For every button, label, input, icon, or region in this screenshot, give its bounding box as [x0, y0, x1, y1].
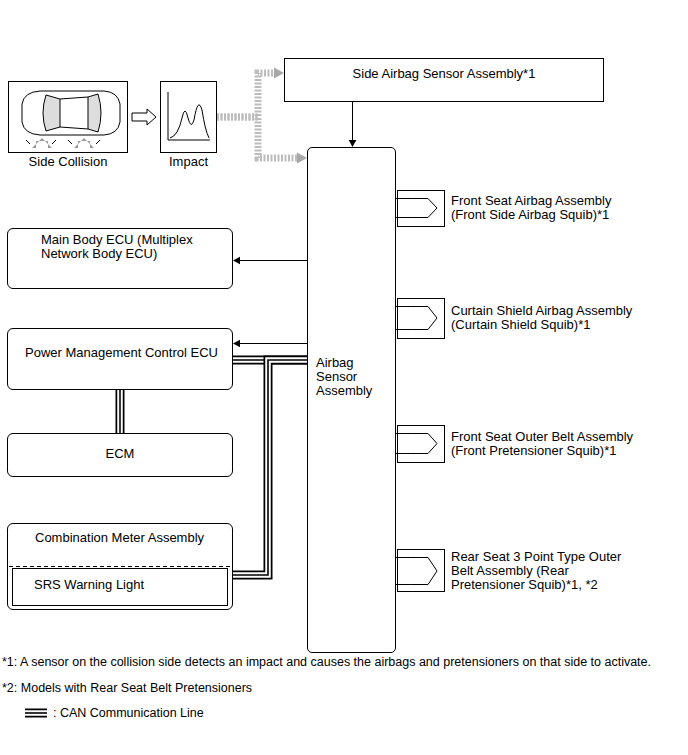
- node-label: Airbag Sensor Assembly: [308, 148, 386, 398]
- node-label: Curtain Shield Airbag Assembly (Curtain …: [451, 304, 646, 332]
- squib-symbol: [410, 425, 440, 462]
- connector-line: [396, 217, 411, 218]
- flow-arrow: [132, 109, 156, 125]
- connector-line: [239, 343, 307, 344]
- connector: [233, 257, 307, 265]
- squib-symbol: [410, 190, 440, 226]
- sensor-box: Side Airbag Sensor Assembly*1: [284, 58, 604, 102]
- squib-symbol: [411, 434, 438, 454]
- illustration-frame: Impact: [160, 81, 217, 153]
- signal-path: [217, 73, 275, 117]
- warning-light-box: SRS Warning Light: [12, 568, 228, 606]
- ecu-box: Main Body ECU (Multiplex Network Body EC…: [7, 228, 233, 289]
- connector-line: [396, 557, 411, 558]
- squib-symbol: [411, 199, 438, 218]
- node-label: ECM: [8, 434, 232, 461]
- connector-line: [396, 584, 411, 585]
- connector-line: [396, 433, 411, 434]
- node-label: Side Collision: [0, 155, 147, 169]
- connector-line: [396, 453, 411, 454]
- can-line: [116, 390, 125, 433]
- can-line: [233, 360, 307, 575]
- arrowhead: [233, 340, 240, 348]
- can-line: [117, 390, 123, 433]
- illustration-frame: Side Collision: [8, 81, 128, 153]
- can-line: [233, 360, 307, 575]
- connector-line: [396, 306, 411, 307]
- arrowhead: [233, 257, 240, 265]
- can-line-sample: [25, 713, 47, 714]
- node-label: Rear Seat 3 Point Type Outer Belt Assemb…: [451, 550, 646, 592]
- connector: [349, 102, 357, 147]
- arrowhead: [297, 153, 307, 164]
- node-label: SRS Warning Light: [13, 569, 227, 592]
- node-label: Combination Meter Assembly: [8, 524, 232, 545]
- connector: [396, 199, 411, 218]
- can-line: [233, 360, 307, 575]
- connector: [396, 434, 411, 454]
- connector: [233, 360, 307, 575]
- squib-symbol: [410, 298, 440, 338]
- connector-line: [396, 329, 411, 330]
- divider-line: [9, 566, 231, 567]
- connector-line: [352, 102, 353, 141]
- node-label: Power Management Control ECU: [8, 329, 232, 360]
- ecu-box: Power Management Control ECU: [7, 328, 233, 390]
- node-label: Main Body ECU (Multiplex Network Body EC…: [8, 229, 216, 261]
- squib-symbol: [410, 549, 440, 593]
- footnote: *2: Models with Rear Seat Belt Pretensio…: [2, 681, 252, 695]
- connector: [396, 558, 411, 585]
- squib-housing: [398, 191, 445, 592]
- arrowhead: [349, 140, 357, 147]
- squib-symbol: [411, 307, 438, 330]
- squib-component: Curtain Shield Airbag Assembly (Curtain …: [410, 298, 680, 338]
- squib-component: Rear Seat 3 Point Type Outer Belt Assemb…: [410, 549, 680, 593]
- car-illustration: [22, 91, 120, 148]
- node-label: Front Seat Airbag Assembly (Front Side A…: [451, 194, 646, 222]
- connector: [396, 307, 411, 330]
- connector: [120, 390, 121, 433]
- node-label: Side Airbag Sensor Assembly*1: [285, 59, 603, 81]
- connector: [132, 109, 156, 125]
- connector-line: [239, 260, 307, 261]
- can-line: [119, 390, 121, 433]
- squib-component: Front Seat Outer Belt Assembly (Front Pr…: [410, 425, 680, 462]
- meter-box: Combination Meter AssemblySRS Warning Li…: [7, 523, 233, 610]
- node-label: Impact: [141, 155, 236, 169]
- footnote: *1: A sensor on the collision side detec…: [2, 655, 651, 669]
- ecu-box: ECM: [7, 433, 233, 477]
- ecu-box: Airbag Sensor Assembly: [307, 147, 396, 653]
- connector-line: [396, 198, 411, 199]
- node-label: Front Seat Outer Belt Assembly (Front Pr…: [451, 430, 646, 458]
- connector: [217, 68, 284, 118]
- impact-graph: [168, 92, 210, 140]
- legend-text: : CAN Communication Line: [53, 706, 204, 720]
- signal-path: [217, 117, 298, 158]
- connector: [233, 340, 307, 348]
- connector: [217, 117, 307, 164]
- squib-component: Front Seat Airbag Assembly (Front Side A…: [410, 190, 680, 226]
- arrowhead: [274, 68, 284, 79]
- squib-symbol: [411, 558, 438, 585]
